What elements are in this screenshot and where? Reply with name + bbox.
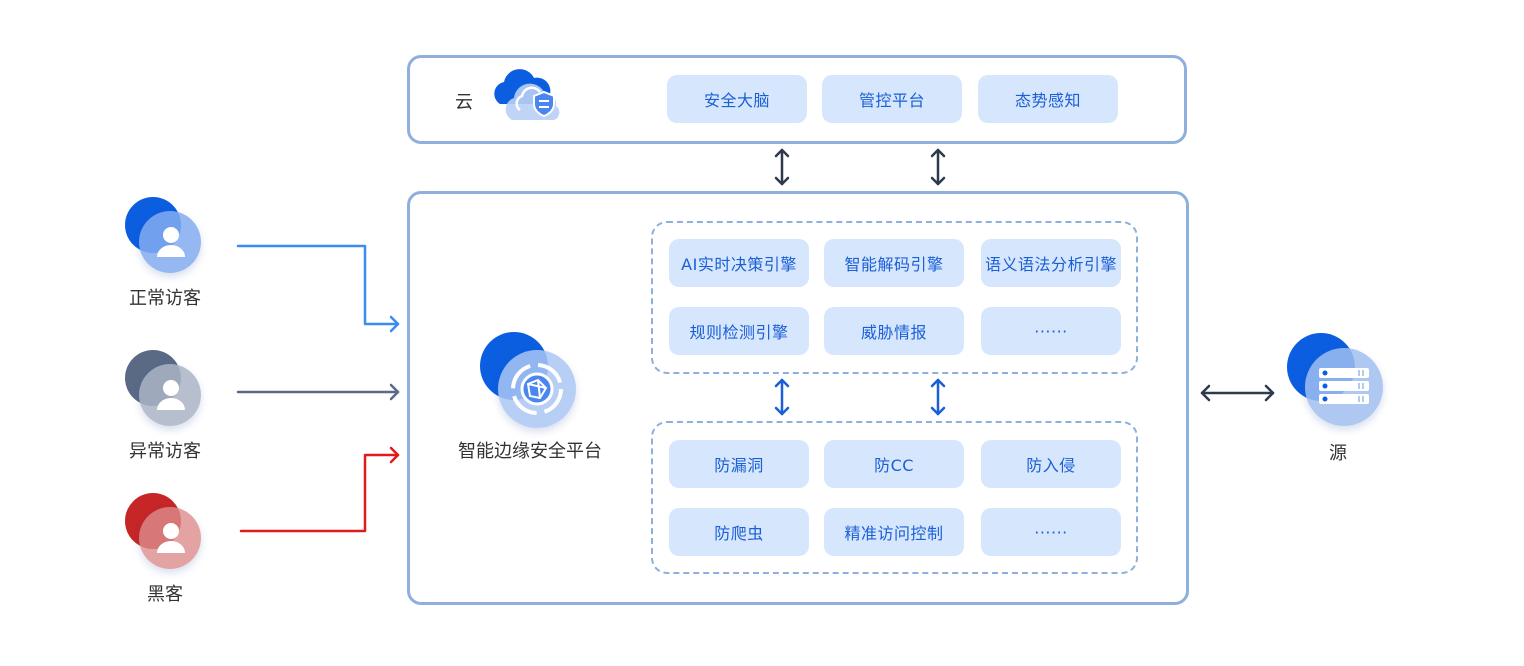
bidirectional-arrow [774, 148, 946, 186]
engine-chip[interactable]: 智能解码引擎 [824, 239, 964, 287]
user-icon [157, 523, 185, 553]
visitor-label: 异常访客 [129, 441, 201, 462]
protection-chip[interactable]: 防漏洞 [669, 440, 809, 488]
cloud-module-chip[interactable]: 管控平台 [822, 75, 962, 123]
cloud-module-chip[interactable]: 态势感知 [978, 75, 1118, 123]
cloud-shield-icon [486, 64, 572, 128]
visitor-label: 黑客 [147, 584, 183, 605]
cloud-module-chip[interactable]: 安全大脑 [667, 75, 807, 123]
bidirectional-arrow [1200, 384, 1275, 402]
bidirectional-arrow [774, 378, 946, 416]
protection-chip-more[interactable]: ······ [981, 508, 1121, 556]
engines-group [651, 221, 1138, 374]
user-icon [157, 227, 185, 257]
normal-visitor-arrow [236, 244, 400, 326]
normal-visitor-avatar [125, 197, 205, 277]
server-icon [1287, 333, 1387, 433]
engine-chip-more[interactable]: ······ [981, 307, 1121, 355]
user-icon [157, 380, 185, 410]
protection-chip[interactable]: 防CC [824, 440, 964, 488]
engine-chip[interactable]: 规则检测引擎 [669, 307, 809, 355]
protections-group [651, 421, 1138, 574]
protection-chip[interactable]: 防爬虫 [669, 508, 809, 556]
abnormal-visitor-avatar [125, 350, 205, 430]
platform-title: 智能边缘安全平台 [458, 441, 602, 462]
engine-chip[interactable]: AI实时决策引擎 [669, 239, 809, 287]
globe-network-icon [480, 332, 580, 432]
visitor-label: 正常访客 [129, 288, 201, 309]
engine-chip[interactable]: 语义语法分析引擎 [981, 239, 1121, 287]
hacker-arrow [239, 453, 400, 533]
cloud-title: 云 [455, 92, 473, 113]
protection-chip[interactable]: 防入侵 [981, 440, 1121, 488]
engine-chip[interactable]: 威胁情报 [824, 307, 964, 355]
hacker-avatar [125, 493, 205, 573]
protection-chip[interactable]: 精准访问控制 [824, 508, 964, 556]
origin-label: 源 [1329, 443, 1347, 464]
